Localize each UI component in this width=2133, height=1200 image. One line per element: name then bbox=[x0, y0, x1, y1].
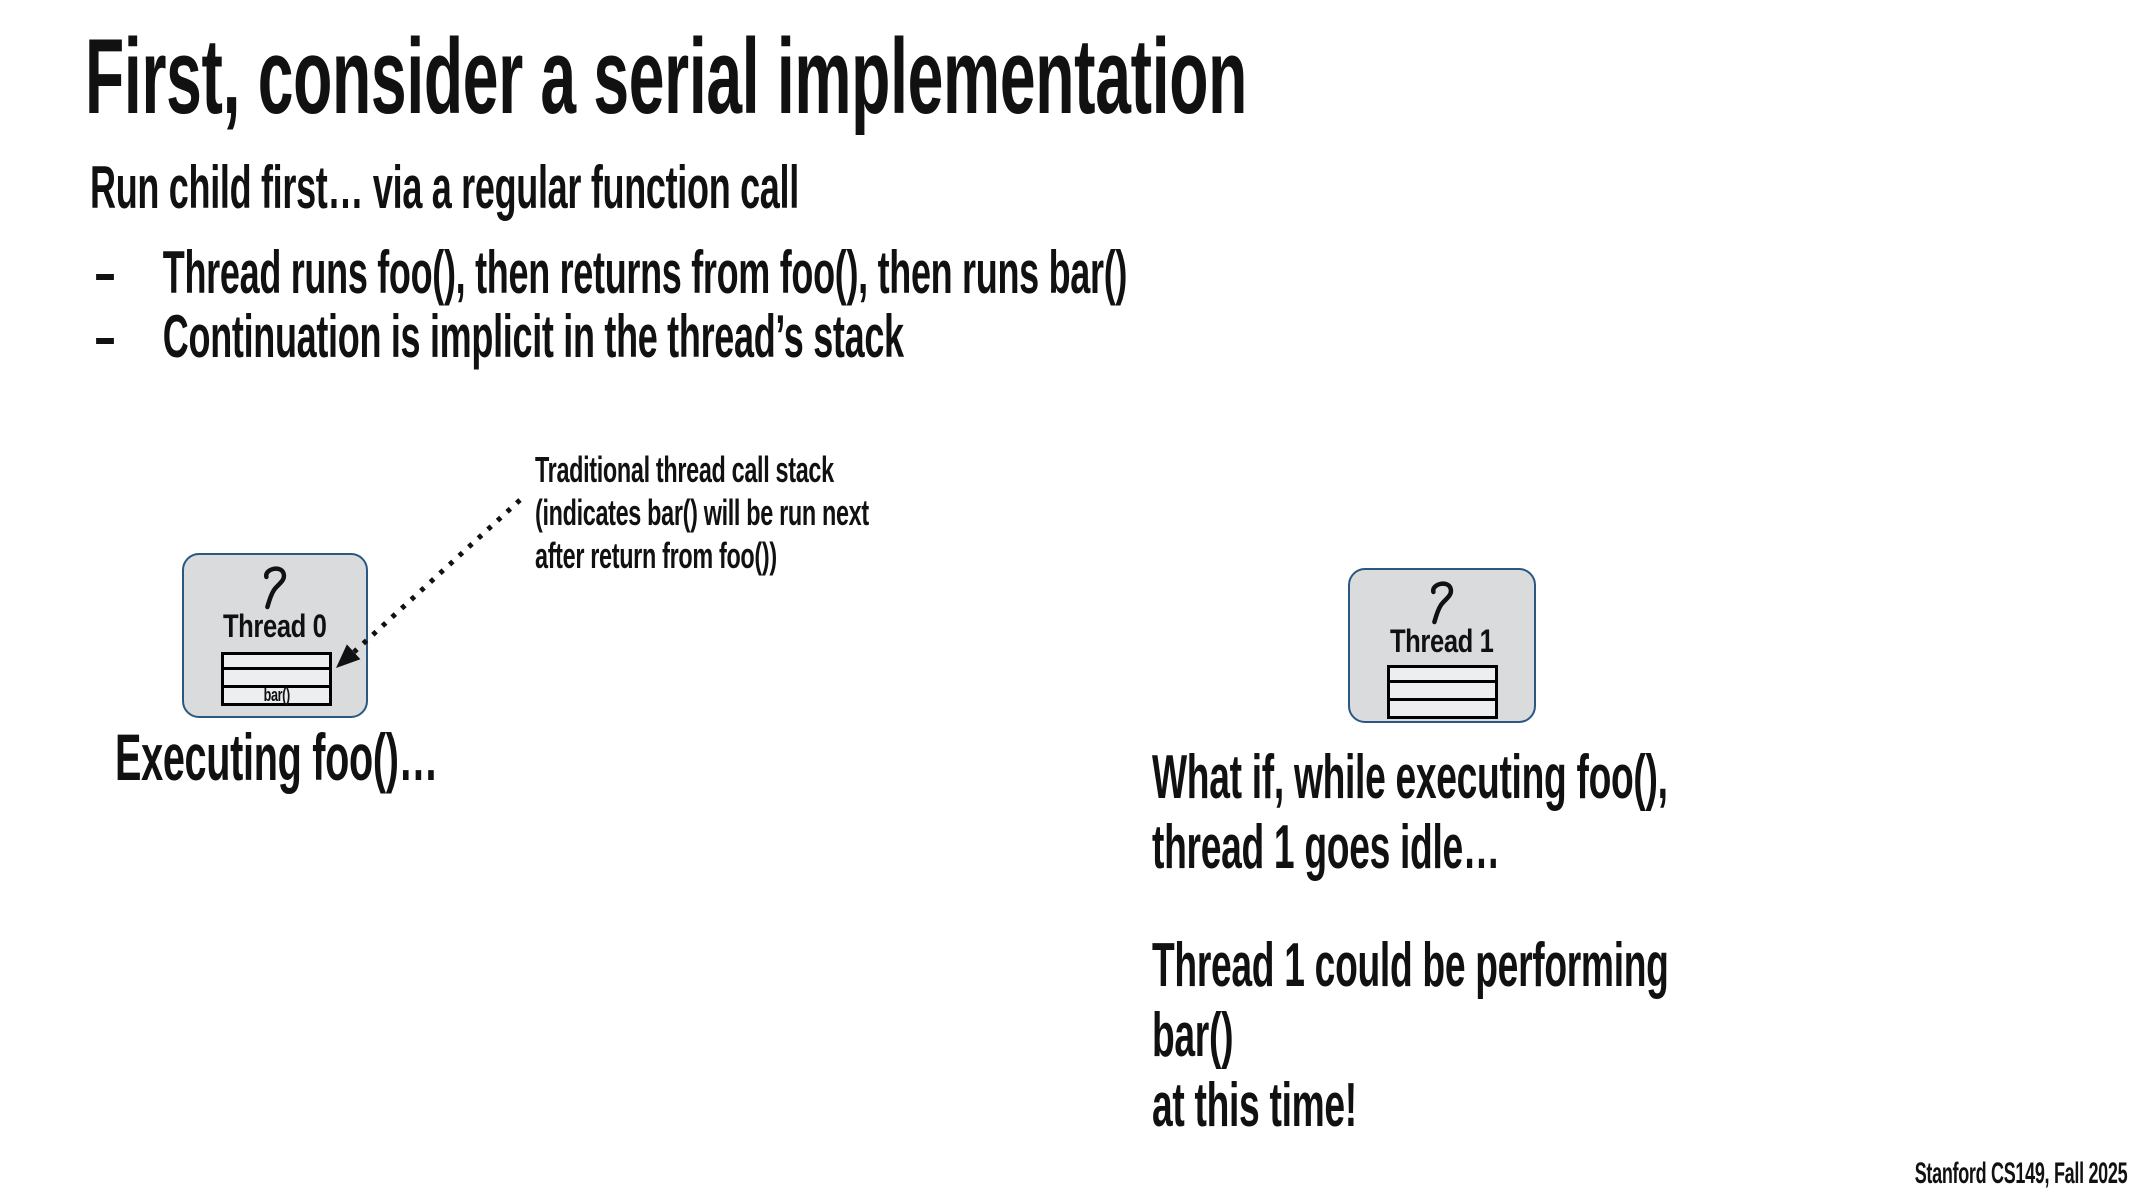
thread1-call-stack bbox=[1387, 665, 1498, 719]
subtitle: Run child first… via a regular function … bbox=[90, 153, 1272, 222]
bullet-2-text: Continuation is implicit in the thread’s… bbox=[162, 303, 904, 370]
bullet-2-line: –Continuation is implicit in the thread’… bbox=[95, 302, 904, 371]
thread1-label: Thread 1 bbox=[1350, 623, 1534, 659]
thread-squiggle-icon bbox=[1431, 581, 1454, 625]
bullet-1-line: –Thread runs foo(), then returns from fo… bbox=[95, 238, 1127, 307]
aside-answer: Thread 1 could be performing bar() at th… bbox=[1152, 931, 2133, 1141]
footer-course-label-text: Stanford CS149, Fall 2025 bbox=[1914, 1157, 2127, 1190]
stack-frame-bar: bar() bbox=[224, 686, 329, 704]
stack-row bbox=[224, 667, 329, 685]
bullet-dash: – bbox=[95, 239, 115, 306]
stack-row bbox=[1390, 698, 1495, 716]
thread1-box: Thread 1 bbox=[1348, 568, 1536, 723]
thread0-caption-text: Executing foo()… bbox=[115, 720, 438, 794]
aside-question: What if, while executing foo(), thread 1… bbox=[1152, 743, 2011, 883]
stack-row: bar() bbox=[224, 685, 329, 704]
thread1-label-text: Thread 1 bbox=[1390, 623, 1494, 659]
thread0-call-stack: bar() bbox=[221, 652, 332, 706]
thread-squiggle-icon bbox=[264, 566, 287, 610]
thread0-box: Thread 0 bar() bbox=[182, 553, 368, 718]
bullet-1-text: Thread runs foo(), then returns from foo… bbox=[162, 239, 1128, 306]
page-title-text: First, consider a serial implementation bbox=[85, 16, 1248, 136]
page-title: First, consider a serial implementation bbox=[85, 15, 2022, 138]
stack-row bbox=[224, 655, 329, 667]
callstack-annotation-text: Traditional thread call stack (indicates… bbox=[535, 449, 869, 576]
thread0-label: Thread 0 bbox=[184, 608, 366, 644]
annotation-arrow-dotted-line bbox=[352, 498, 522, 654]
thread0-label-text: Thread 0 bbox=[223, 608, 327, 644]
stack-frame-bar-text: bar() bbox=[263, 685, 290, 705]
bullet-item-2: –Continuation is implicit in the thread’… bbox=[95, 302, 1443, 371]
stack-row bbox=[1390, 680, 1495, 698]
bullet-dash: – bbox=[95, 303, 115, 370]
aside-answer-text: Thread 1 could be performing bar() at th… bbox=[1152, 931, 1669, 1140]
footer-course-label: Stanford CS149, Fall 2025 bbox=[1773, 1157, 2127, 1192]
bullet-item-1: –Thread runs foo(), then returns from fo… bbox=[95, 238, 1815, 307]
thread0-caption: Executing foo()… bbox=[115, 721, 653, 794]
aside-question-text: What if, while executing foo(), thread 1… bbox=[1152, 743, 1668, 882]
callstack-annotation: Traditional thread call stack (indicates… bbox=[535, 448, 1049, 577]
stack-row bbox=[1390, 668, 1495, 680]
subtitle-text: Run child first… via a regular function … bbox=[90, 154, 799, 221]
